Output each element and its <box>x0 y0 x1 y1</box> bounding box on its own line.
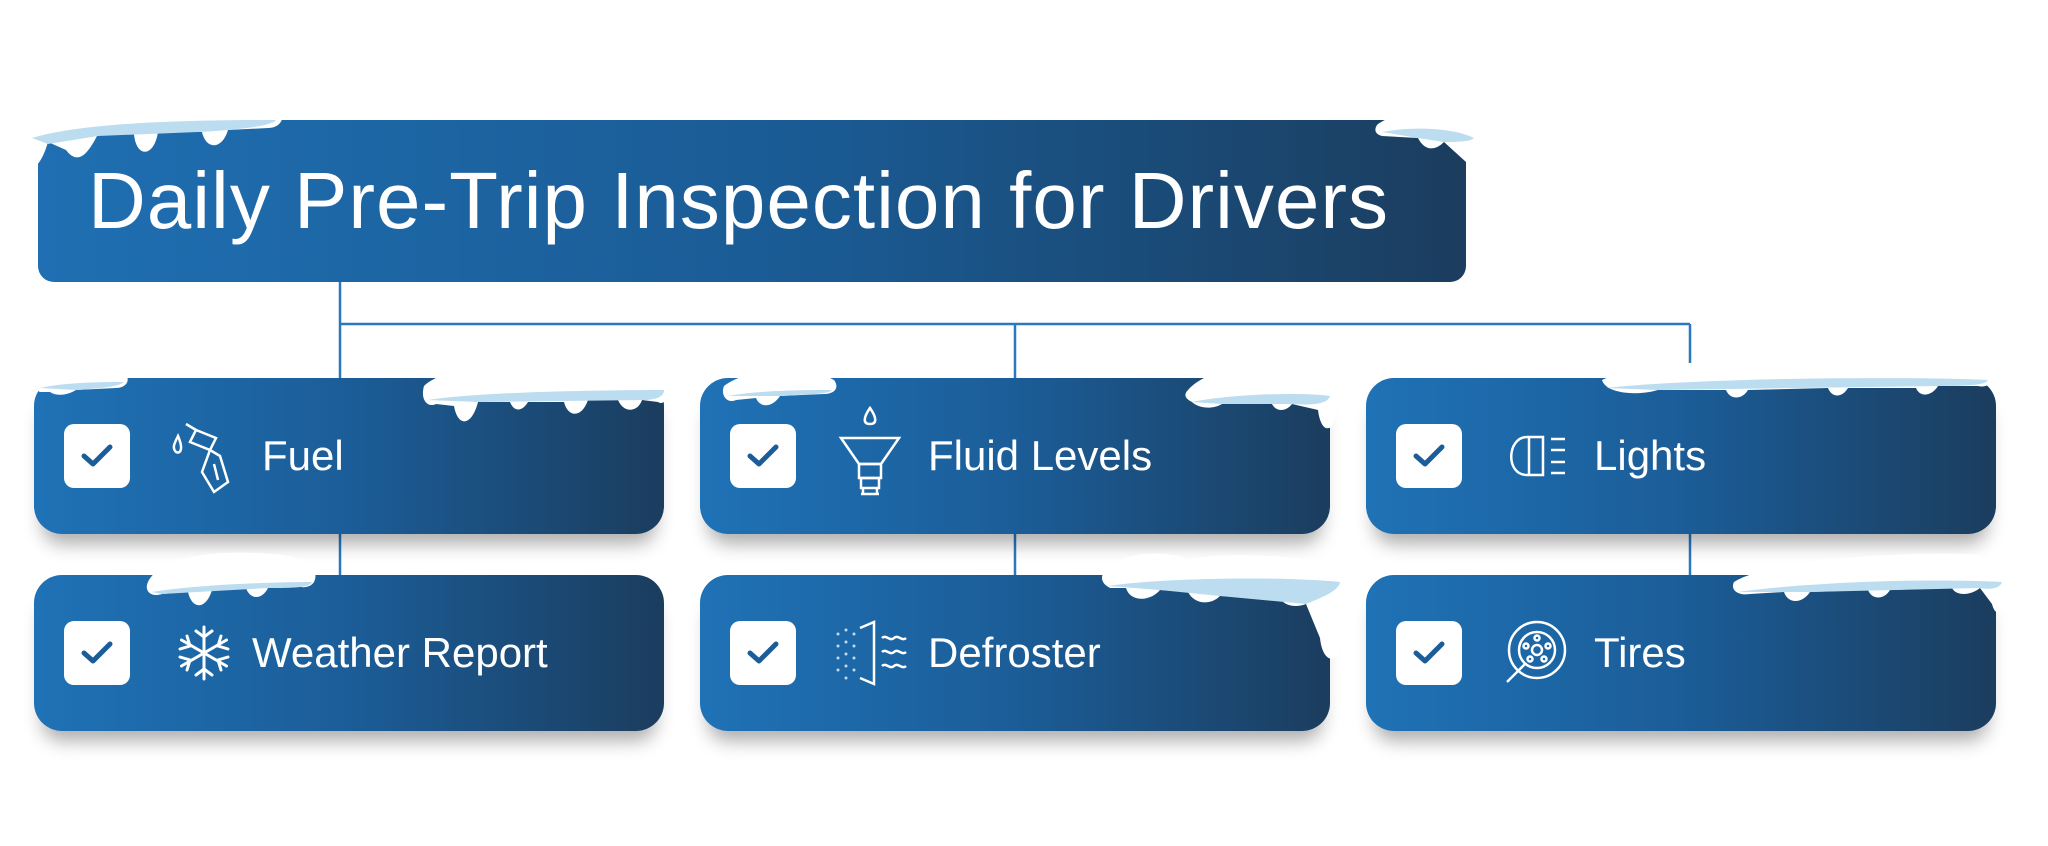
card-label-tires: Tires <box>1594 629 1686 676</box>
checkmark-icon <box>1413 641 1445 664</box>
checkmark-icon <box>747 641 779 664</box>
checkmark-icon <box>747 444 779 467</box>
headlight-icon <box>1496 416 1576 496</box>
defroster-icon <box>830 613 910 693</box>
card-label-fluid-levels: Fluid Levels <box>928 432 1153 479</box>
card-label-fuel: Fuel <box>262 432 344 479</box>
checkmark-icon <box>81 641 113 664</box>
inspection-card-lights: Lights <box>1366 378 1996 534</box>
checkbox-defroster[interactable] <box>730 621 796 685</box>
checkbox-tires[interactable] <box>1396 621 1462 685</box>
card-label-lights: Lights <box>1594 432 1707 479</box>
fluid-funnel-icon <box>830 406 910 496</box>
checkbox-weather-report[interactable] <box>64 621 130 685</box>
inspection-card-fluid-levels: Fluid Levels <box>700 378 1330 534</box>
inspection-card-fuel: Fuel <box>34 378 664 534</box>
title-banner: Daily Pre-Trip Inspection for Drivers <box>38 120 1466 282</box>
checkmark-icon <box>81 444 113 467</box>
snowflake-icon <box>164 613 244 693</box>
page-title: Daily Pre-Trip Inspection for Drivers <box>88 156 1390 245</box>
card-label-weather-report: Weather Report <box>252 629 548 676</box>
checkmark-icon <box>1413 444 1445 467</box>
checkbox-lights[interactable] <box>1396 424 1462 488</box>
fuel-pump-icon <box>164 416 244 496</box>
checkbox-fluid-levels[interactable] <box>730 424 796 488</box>
checkbox-fuel[interactable] <box>64 424 130 488</box>
tire-icon <box>1496 613 1576 693</box>
inspection-card-defroster: Defroster <box>700 575 1330 731</box>
inspection-card-weather-report: Weather Report <box>34 575 664 731</box>
card-label-defroster: Defroster <box>928 629 1101 676</box>
inspection-card-tires: Tires <box>1366 575 1996 731</box>
